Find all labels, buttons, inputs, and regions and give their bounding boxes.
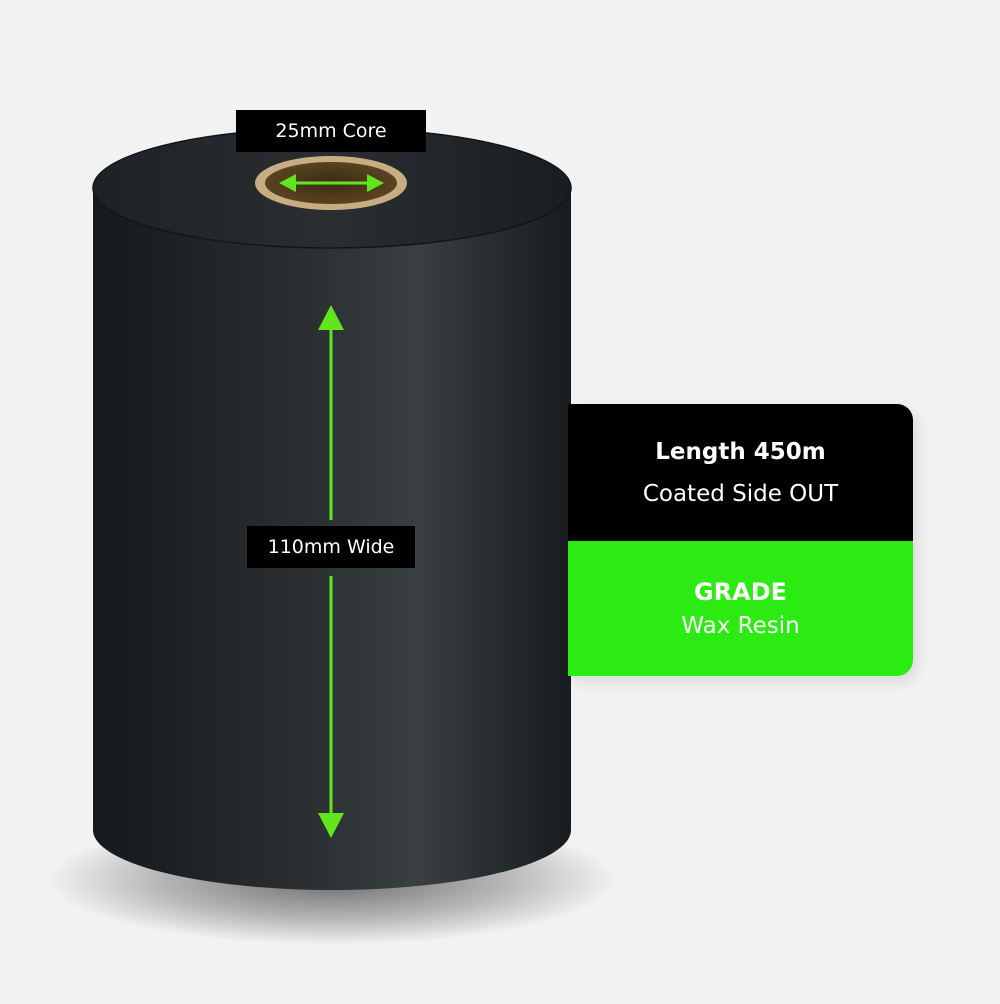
width-label: 110mm Wide (247, 526, 415, 568)
spec-grade-section: GRADE Wax Resin (568, 541, 913, 676)
core-size-label: 25mm Core (236, 110, 426, 152)
length-text: Length 450m (655, 438, 826, 465)
grade-value: Wax Resin (681, 612, 800, 639)
core-double-arrow-icon (279, 174, 384, 192)
width-double-arrow-icon (318, 305, 344, 838)
spec-card: Length 450m Coated Side OUT GRADE Wax Re… (568, 404, 913, 676)
spec-length-section: Length 450m Coated Side OUT (568, 404, 913, 541)
grade-title: GRADE (693, 577, 788, 606)
coating-text: Coated Side OUT (642, 480, 839, 507)
